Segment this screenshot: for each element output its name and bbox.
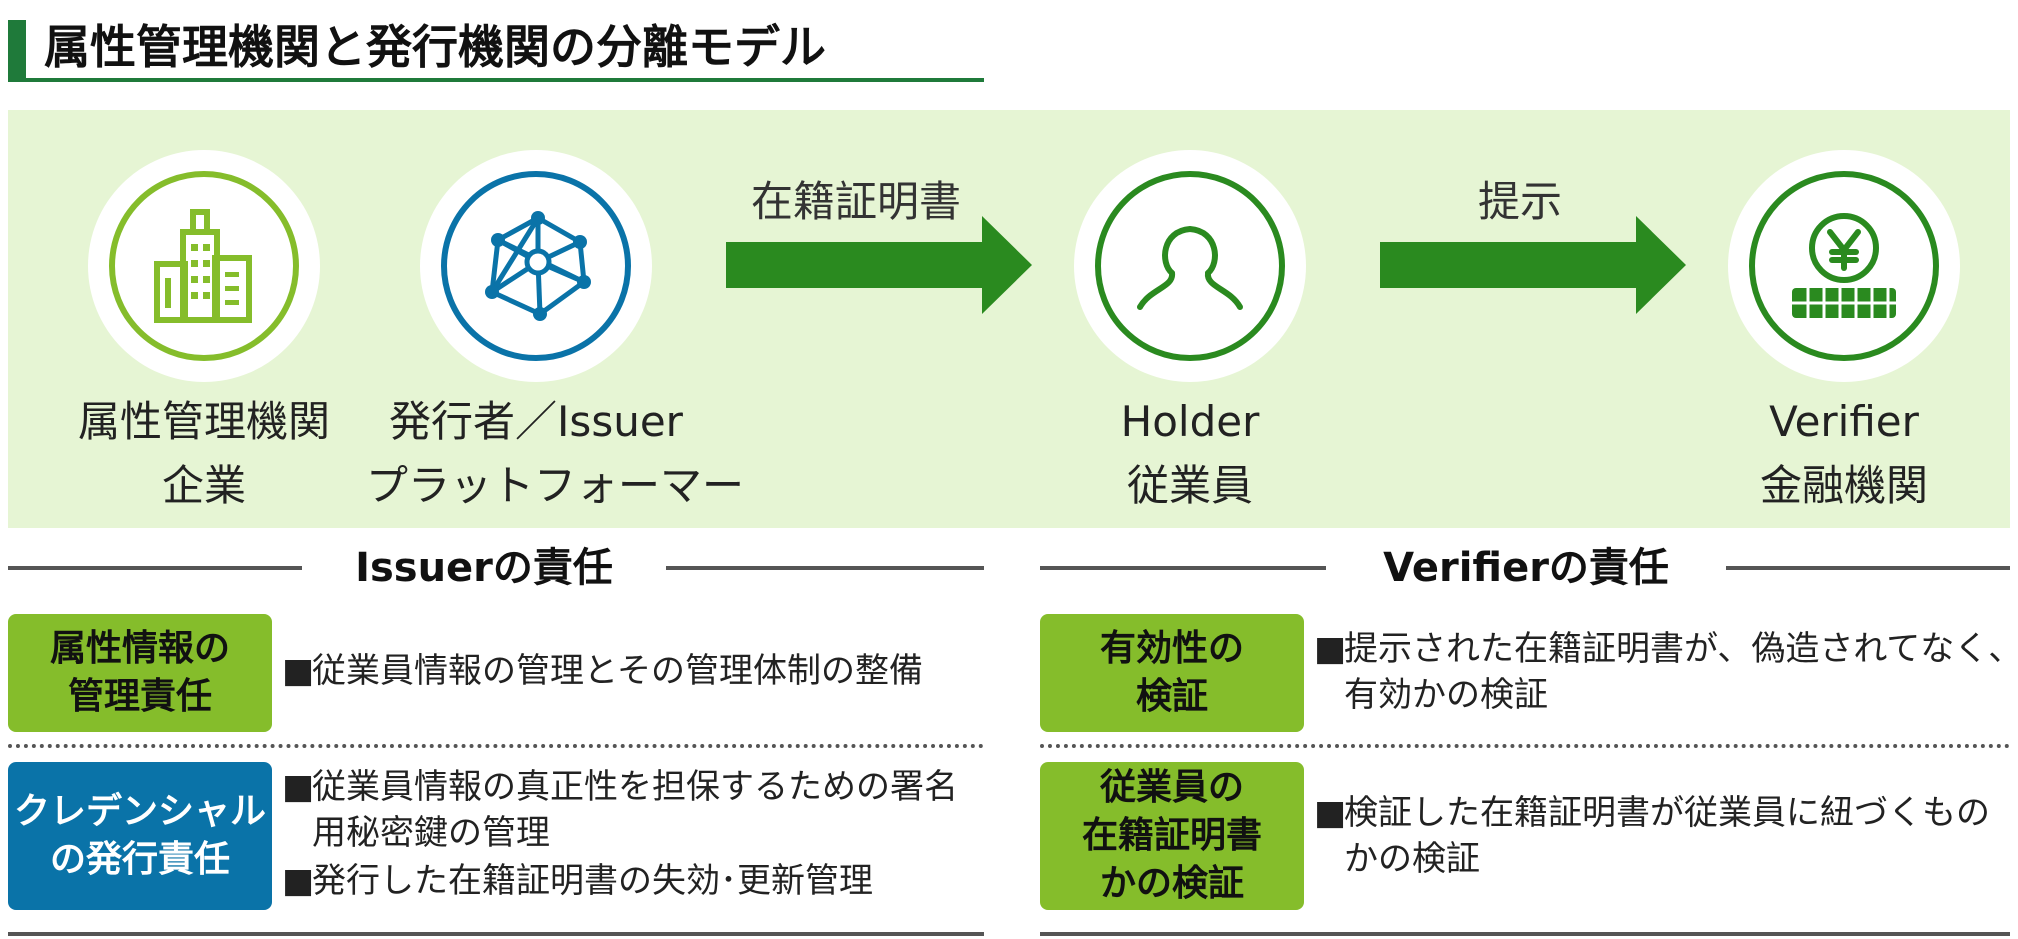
arrow-label-certificate: 在籍証明書 — [750, 177, 961, 226]
verifier-bottom-rule — [1040, 932, 2010, 936]
actor-issuer — [420, 150, 652, 382]
arrow-label-present: 提示 — [1477, 177, 1562, 226]
actor-holder — [1074, 150, 1306, 382]
person-icon — [1095, 171, 1285, 361]
issuer-bullet-3: ■発行した在籍証明書の失効･更新管理 — [282, 861, 873, 901]
verifier-divider — [1040, 744, 2010, 748]
actor-label-attribute-authority: 属性管理機関企業 — [77, 397, 330, 510]
issuer-bullet-1: ■従業員情報の管理とその管理体制の整備 — [282, 651, 923, 691]
actor-verifier — [1728, 150, 1960, 382]
issuer-heading-rule-right — [666, 566, 984, 570]
issuer-heading-rule-left — [8, 566, 302, 570]
tag-credential-issuance: クレデンシャルの発行責任 — [8, 762, 272, 910]
network-icon — [441, 171, 631, 361]
verifier-bullet-1: ■提示された在籍証明書が、偽造されてなく、 有効かの検証 — [1314, 629, 2018, 715]
tag-validity-check: 有効性の検証 — [1040, 614, 1304, 732]
verifier-bullet-2: ■検証した在籍証明書が従業員に紐づくもの かの検証 — [1314, 793, 1990, 879]
arrow-issue — [726, 216, 1032, 314]
building-icon — [109, 171, 299, 361]
tag-attribute-management: 属性情報の管理責任 — [8, 614, 272, 732]
page-title: 属性管理機関と発行機関の分離モデル — [44, 20, 826, 74]
issuer-bottom-rule — [8, 932, 984, 936]
title-accent-bar — [8, 20, 26, 78]
arrow-present — [1380, 216, 1686, 314]
tag-employee-check: 従業員の在籍証明書かの検証 — [1040, 762, 1304, 910]
verifier-heading-rule-right — [1726, 566, 2010, 570]
issuer-bullet-2: ■従業員情報の真正性を担保するための署名 用秘密鍵の管理 — [282, 767, 958, 853]
verifier-heading-rule-left — [1040, 566, 1326, 570]
actor-attribute-authority — [88, 150, 320, 382]
yen-coin-icon — [1749, 171, 1939, 361]
flow-band — [8, 110, 2010, 528]
issuer-divider — [8, 744, 984, 748]
verifier-heading: Verifierの責任 — [1383, 545, 1669, 591]
title-underline — [8, 78, 984, 82]
issuer-heading: Issuerの責任 — [355, 545, 613, 591]
